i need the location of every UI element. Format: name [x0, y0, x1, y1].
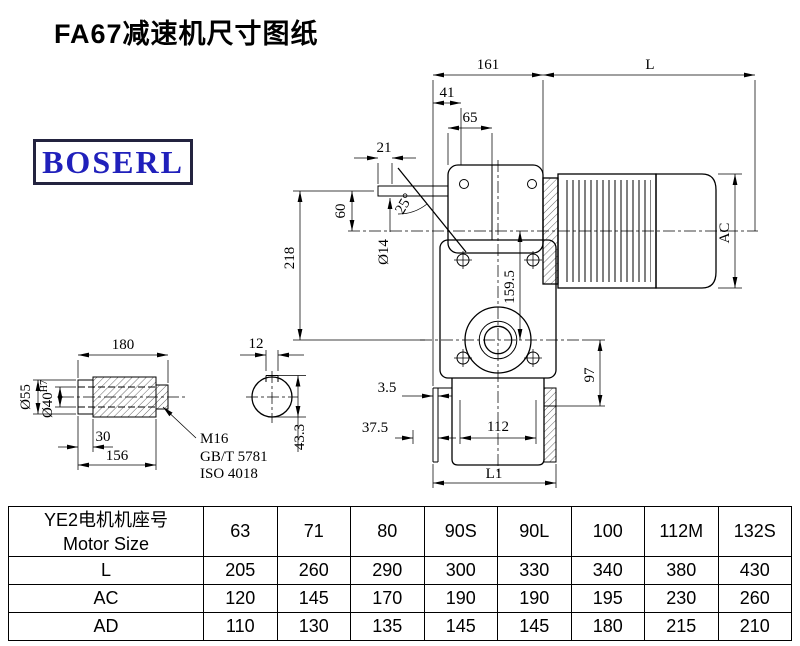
dim-41: 41	[440, 85, 455, 101]
standard-gb: GB/T 5781	[200, 449, 268, 465]
dim-3-5: 3.5	[378, 380, 397, 396]
table-cell: 205	[203, 556, 278, 585]
table-cell: 290	[350, 556, 425, 585]
table-cell: 120	[203, 584, 278, 613]
dim-180: 180	[112, 337, 135, 353]
dim-218: 218	[282, 247, 298, 270]
table-cell: 190	[497, 584, 572, 613]
table-cell: 145	[497, 612, 572, 641]
dim-65: 65	[463, 110, 478, 126]
dimension-table: YE2电机机座号 Motor Size 63 71 80 90S 90L 100…	[8, 506, 792, 641]
motor-size-header: YE2电机机座号 Motor Size	[8, 506, 204, 557]
dim-21: 21	[377, 140, 392, 156]
table-row-L: L 205 260 290 300 330 340 380 430	[8, 556, 792, 585]
column-header: 100	[570, 506, 645, 557]
dim-97: 97	[582, 367, 598, 383]
table-cell: 170	[350, 584, 425, 613]
gearbox-main-view	[348, 160, 758, 472]
logo-text: BOSERL	[42, 143, 184, 180]
shaft-detail-view: 180 Ø55 Ø40H7 30 156 M16 GB/T 5781 ISO 4…	[18, 337, 268, 482]
table-cell: 195	[570, 584, 645, 613]
table-row-AC: AC 120 145 170 190 190 195 230 260	[8, 584, 792, 613]
table-cell: 300	[423, 556, 498, 585]
dim-AC: AC	[717, 223, 733, 244]
column-header: 132S	[717, 506, 792, 557]
table-cell: 215	[644, 612, 719, 641]
dim-161: 161	[477, 57, 500, 73]
table-cell: 330	[497, 556, 572, 585]
dim-60: 60	[333, 204, 349, 219]
row-label-AC: AC	[8, 584, 204, 613]
motor-size-header-cn: YE2电机机座号	[43, 509, 169, 530]
dim-dia14: Ø14	[376, 239, 392, 265]
dim-dia55: Ø55	[18, 384, 34, 410]
table-cell: 430	[717, 556, 792, 585]
dim-112: 112	[487, 419, 509, 435]
row-label-L: L	[8, 556, 204, 585]
page-title: FA67减速机尺寸图纸	[54, 19, 319, 49]
dim-dia40h7: Ø40H7	[39, 380, 56, 418]
column-header: 63	[203, 506, 278, 557]
row-label-AD: AD	[8, 612, 204, 641]
motor-fan-cover	[655, 173, 717, 289]
keyway-section-view: 12 43.3	[240, 336, 308, 452]
standard-iso: ISO 4018	[200, 466, 258, 482]
technical-drawing: 161 L 41 65 21 60 218 Ø14 25° AC	[18, 57, 758, 488]
table-cell: 340	[570, 556, 645, 585]
main-dimensions: 161 L 41 65 21 60 218 Ø14 25° AC	[282, 57, 756, 488]
table-cell: 190	[423, 584, 498, 613]
table-row-AD: AD 110 130 135 145 145 180 215 210	[8, 612, 792, 641]
dim-30: 30	[96, 429, 111, 445]
dim-angle-25: 25°	[392, 191, 416, 217]
dim-12: 12	[249, 336, 264, 352]
motor-size-header-en: Motor Size	[62, 533, 150, 554]
table-cell: 380	[644, 556, 719, 585]
table-cell: 130	[276, 612, 351, 641]
dim-159-5: 159.5	[502, 270, 518, 304]
dim-156: 156	[106, 448, 129, 464]
table-cell: 230	[644, 584, 719, 613]
table-cell: 180	[570, 612, 645, 641]
column-header: 112M	[644, 506, 719, 557]
dim-L1: L1	[486, 466, 503, 482]
dim-L: L	[645, 57, 654, 73]
table-cell: 110	[203, 612, 278, 641]
column-header: 90S	[423, 506, 498, 557]
column-header: 90L	[497, 506, 572, 557]
column-header: 80	[350, 506, 425, 557]
column-header: 71	[276, 506, 351, 557]
dim-37-5: 37.5	[362, 420, 388, 436]
dim-43-3: 43.3	[292, 424, 308, 450]
table-cell: 145	[276, 584, 351, 613]
table-cell: 260	[276, 556, 351, 585]
table-cell: 260	[717, 584, 792, 613]
boserl-logo: BOSERL	[33, 139, 193, 185]
thread-spec: M16	[200, 431, 229, 447]
table-cell: 145	[423, 612, 498, 641]
table-cell: 210	[717, 612, 792, 641]
table-cell: 135	[350, 612, 425, 641]
